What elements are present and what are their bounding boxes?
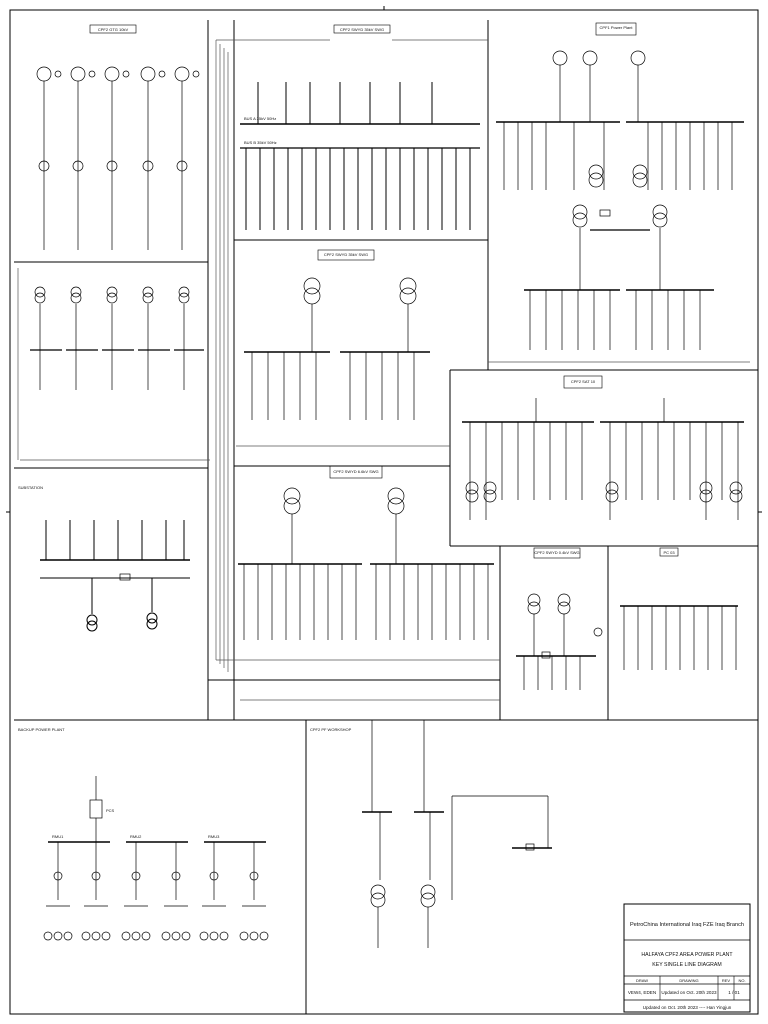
generator-group-gtg <box>36 66 200 250</box>
bus-04kv <box>516 593 603 690</box>
footer-note: Updated on Oct. 20th 2023 ---- Han Yingj… <box>643 1005 732 1010</box>
region-label-workshop: CPF2 PF WORKSHOP <box>310 727 352 732</box>
transformers-35kv <box>244 277 430 420</box>
title-block <box>623 903 751 1013</box>
rmu1-label: RMU1 <box>52 834 64 839</box>
region-label-gtg: CPF2 GTG 10kV <box>98 27 129 32</box>
region-label-sat: CPF2 SAT 10 <box>571 379 596 384</box>
pc-bus <box>620 605 738 670</box>
region-label-backup: BACKUP POWER PLANT <box>18 727 65 732</box>
company-name: PetroChina International Iraq FZE Iraq B… <box>630 922 744 928</box>
sheet-number: 1 / 01 <box>728 990 740 995</box>
updated-text: Updated on Oct. 20th 2023 <box>661 990 717 995</box>
cpf1-power-plant <box>496 50 744 350</box>
bus-6kv <box>238 487 494 640</box>
region-label-35kv: CPF2 SWYD 35kV SWG <box>340 27 384 32</box>
col-drawing: DRAWING <box>679 978 698 983</box>
region-dividers <box>14 20 758 1014</box>
bus-b-label: BUS B 35kV 50Hz <box>244 140 277 145</box>
backup-plant <box>43 776 269 941</box>
region-label-cpf1: CPF1 Power Plant <box>600 25 634 30</box>
sat-area <box>462 398 744 520</box>
region-label-04kv: CPF2 SWYD 0.4kV SWG <box>534 550 579 555</box>
rmu2-label: RMU2 <box>130 834 142 839</box>
workshop-area <box>362 720 552 948</box>
col-draw: DRAW <box>636 978 648 983</box>
project-title: HALFAYA CPF2 AREA POWER PLANT <box>641 952 733 958</box>
drawing-title: KEY SINGLE LINE DIAGRAM <box>652 962 721 968</box>
col-no: NO. <box>738 978 745 983</box>
transformer-bays-left <box>30 286 204 390</box>
rmu3-label: RMU3 <box>208 834 220 839</box>
region-label-swyd35: CPF2 SWYD 35kV SWG <box>324 252 368 257</box>
bus-35kv-top <box>240 82 480 230</box>
bus-a-label: BUS A 35kV 50Hz <box>244 116 276 121</box>
region-label-pc: PC 03 <box>663 550 675 555</box>
region-labels: CPF2 GTG 10kV CPF2 SWYD 35kV SWG CPF1 Po… <box>18 22 679 732</box>
region-label-substation: SUBSTATION <box>18 485 43 490</box>
revision-text: VEW4, EDEN <box>628 990 656 995</box>
region-label-6kv: CPF2 SWYD 6.6kV SWG <box>333 469 378 474</box>
interconnect-feeders <box>17 39 750 701</box>
pcs-label: PCS <box>106 808 115 813</box>
substation-bus <box>40 520 190 632</box>
col-rev: REV <box>722 978 731 983</box>
